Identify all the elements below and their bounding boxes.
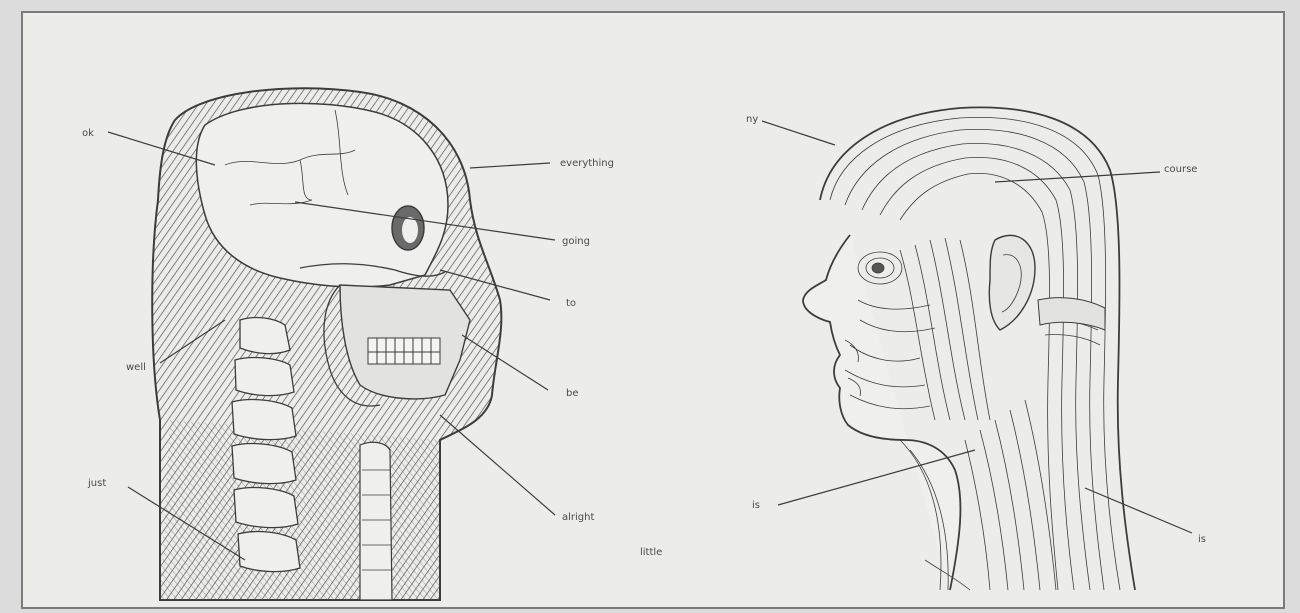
artist-signature: little: [640, 547, 662, 558]
neck-hatching: [160, 420, 440, 600]
teeth: [368, 338, 440, 364]
label-ny: ny: [746, 114, 758, 125]
label-everything: everything: [560, 158, 614, 169]
label-be: be: [566, 388, 579, 399]
label-course: course: [1164, 164, 1197, 175]
label-just: just: [87, 478, 106, 489]
label-ok: ok: [82, 128, 94, 139]
label-going: going: [562, 236, 590, 247]
label-alright: alright: [562, 512, 594, 523]
eye-socket-inner: [402, 217, 418, 243]
label-well: well: [126, 362, 146, 373]
label-is-hair: is: [1198, 534, 1206, 545]
label-to: to: [566, 298, 576, 309]
label-is-neck: is: [752, 500, 760, 511]
throat-cartilage: [360, 442, 392, 600]
